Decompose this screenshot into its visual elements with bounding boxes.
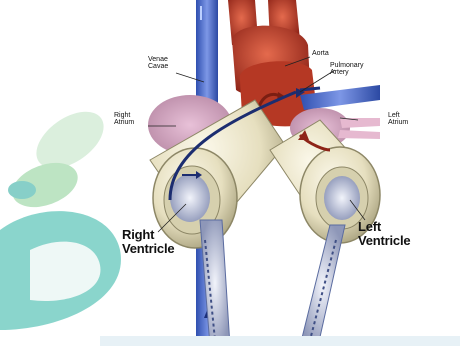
label-pulmonary-artery: Pulmonary Artery	[330, 62, 370, 77]
label-right-atrium: Right Atrium	[114, 112, 148, 127]
background-leaf-decoration	[0, 100, 121, 330]
label-venae-cavae: Venae Cavae	[148, 56, 188, 71]
label-left-atrium: Left Atrium	[388, 112, 420, 127]
bottom-band	[100, 336, 460, 346]
label-right-ventricle-line2: Ventricle	[122, 242, 174, 256]
label-left-ventricle-line1: Left	[358, 220, 410, 234]
label-left-ventricle: Left Ventricle	[358, 220, 410, 247]
label-right-ventricle-line1: Right	[122, 228, 174, 242]
label-left-ventricle-line2: Ventricle	[358, 234, 410, 248]
label-aorta: Aorta	[312, 50, 329, 57]
label-right-ventricle: Right Ventricle	[122, 228, 174, 255]
